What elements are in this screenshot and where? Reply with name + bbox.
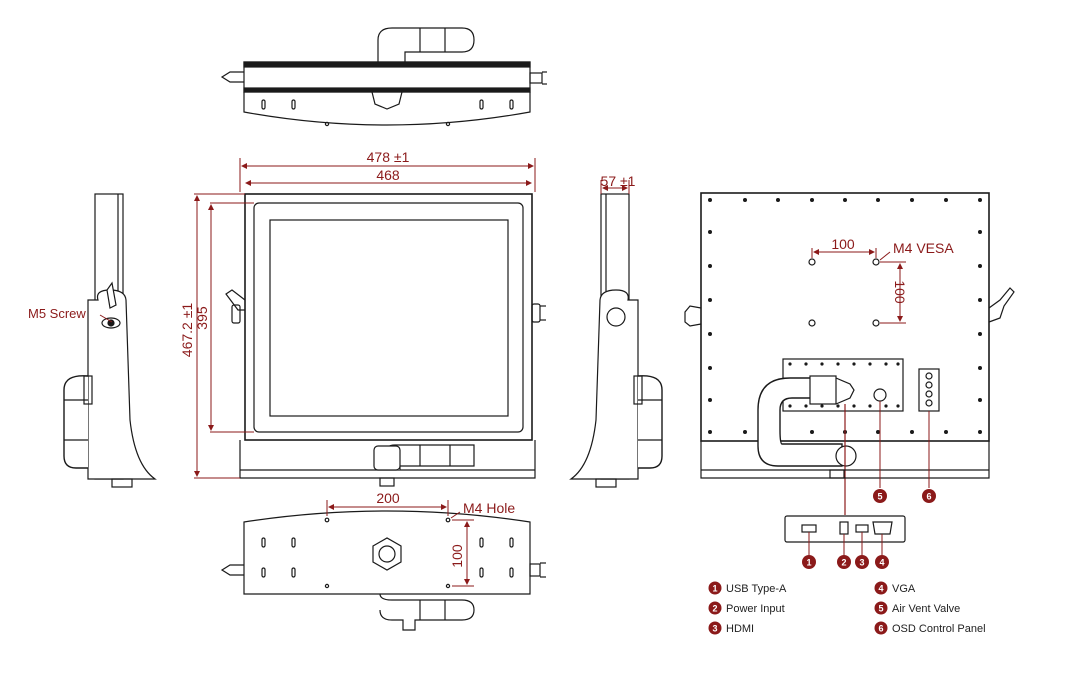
hole-spacing-horizontal-label: 200 xyxy=(376,490,400,506)
svg-text:1: 1 xyxy=(806,558,811,568)
m5-screw-label: M5 Screw xyxy=(28,306,86,321)
right-side-view xyxy=(569,193,663,488)
badge-4: 4 xyxy=(875,555,889,569)
front-view xyxy=(225,193,546,487)
m5-screw-leader xyxy=(99,314,113,323)
top-view xyxy=(220,27,547,127)
io-leaders xyxy=(808,532,883,555)
svg-text:4: 4 xyxy=(879,558,884,568)
rear-view xyxy=(684,192,1015,515)
legend-item-osd: 6 OSD Control Panel xyxy=(874,621,986,635)
svg-text:3: 3 xyxy=(859,558,864,568)
svg-text:2: 2 xyxy=(712,604,717,614)
bottom-view xyxy=(220,510,546,631)
badge-2: 2 xyxy=(837,555,851,569)
svg-text:6: 6 xyxy=(926,492,931,502)
hole-spacing-vertical-label: 100 xyxy=(449,544,465,568)
m4-vesa-label: M4 VESA xyxy=(893,240,954,256)
badge-5: 5 xyxy=(873,489,887,503)
io-detail xyxy=(784,515,906,543)
svg-text:Air Vent Valve: Air Vent Valve xyxy=(892,603,960,615)
svg-text:2: 2 xyxy=(841,558,846,568)
legend: 1 USB Type-A 2 Power Input 3 HDMI 4 VGA … xyxy=(708,581,986,635)
left-side-view xyxy=(63,193,157,488)
svg-text:3: 3 xyxy=(712,624,717,634)
svg-text:5: 5 xyxy=(878,604,883,614)
svg-text:5: 5 xyxy=(877,492,882,502)
badge-3: 3 xyxy=(855,555,869,569)
m4-hole-label: M4 Hole xyxy=(463,500,515,516)
overall-width-label: 478 ±1 xyxy=(367,149,410,165)
vesa-dimensions xyxy=(811,248,906,324)
legend-item-vga: 4 VGA xyxy=(874,581,916,595)
badge-1: 1 xyxy=(802,555,816,569)
depth-dimension xyxy=(600,180,630,194)
legend-item-air-vent: 5 Air Vent Valve xyxy=(874,601,960,615)
bottom-dimensions xyxy=(326,500,474,587)
legend-item-power: 2 Power Input xyxy=(708,601,785,615)
svg-text:Power Input: Power Input xyxy=(726,603,785,615)
svg-text:HDMI: HDMI xyxy=(726,623,754,635)
vesa-horizontal-label: 100 xyxy=(831,236,855,252)
legend-item-hdmi: 3 HDMI xyxy=(708,621,754,635)
screen-height-label: 395 xyxy=(194,306,210,330)
svg-text:6: 6 xyxy=(878,624,883,634)
svg-text:4: 4 xyxy=(878,584,883,594)
vesa-vertical-label: 100 xyxy=(892,280,908,304)
depth-label: 57 ±1 xyxy=(601,173,636,189)
overall-height-label: 467.2 ±1 xyxy=(179,303,195,358)
svg-text:USB Type-A: USB Type-A xyxy=(726,583,787,595)
front-dimensions xyxy=(194,158,536,479)
screen-width-label: 468 xyxy=(376,167,400,183)
svg-text:VGA: VGA xyxy=(892,583,916,595)
svg-text:OSD Control Panel: OSD Control Panel xyxy=(892,623,986,635)
badge-6: 6 xyxy=(922,489,936,503)
legend-item-usb: 1 USB Type-A xyxy=(708,581,787,595)
svg-text:1: 1 xyxy=(712,584,717,594)
